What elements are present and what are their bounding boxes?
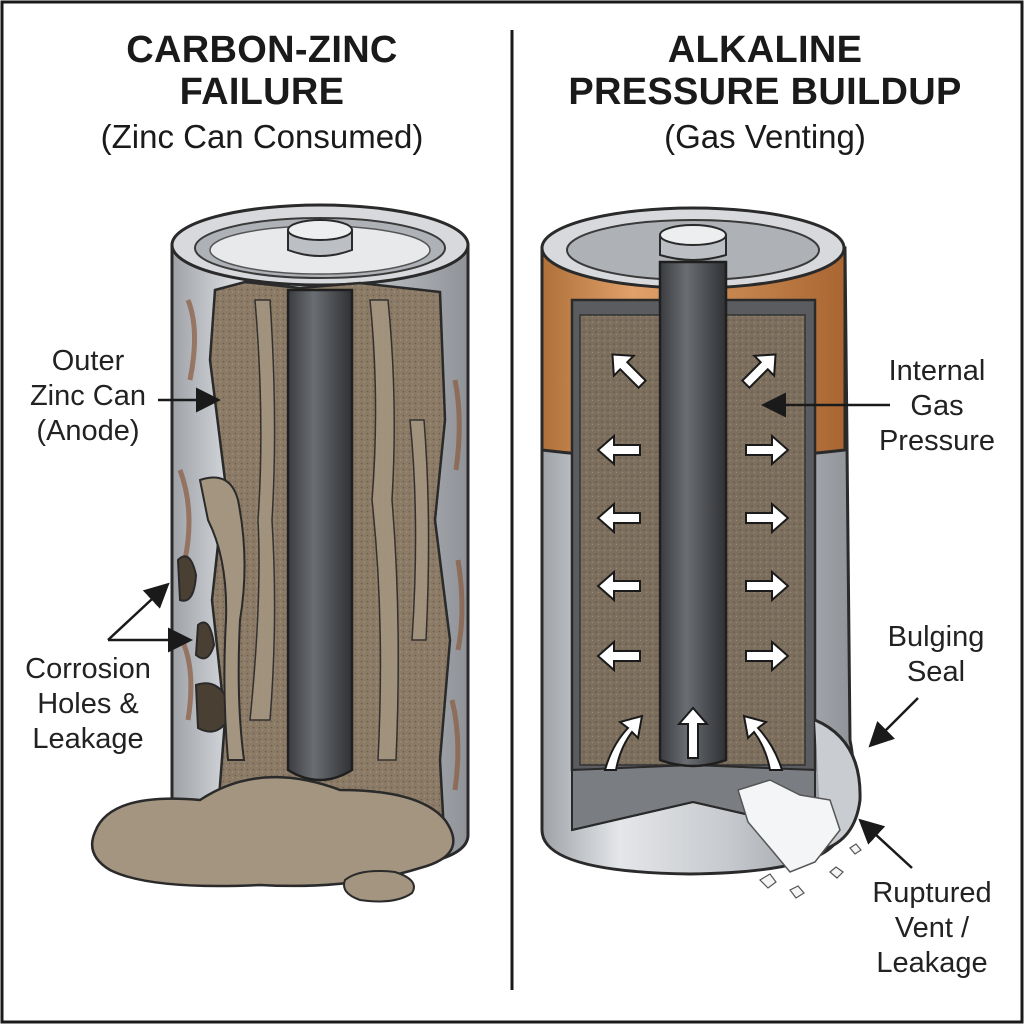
label-line: Pressure	[878, 425, 996, 457]
right-title-line1: ALKALINE	[667, 29, 863, 71]
up-arrow-icon	[676, 706, 710, 759]
left-arrow-icon	[596, 433, 641, 467]
left-subtitle: (Zinc Can Consumed)	[100, 118, 424, 155]
label-line: Leakage	[32, 723, 144, 755]
label-line: Holes &	[37, 688, 139, 720]
label-line: Corrosion	[25, 653, 151, 685]
pointer-arrow-icon	[868, 697, 919, 748]
label-corrosion: Corrosion Holes & Leakage	[10, 652, 166, 757]
left-arrow-icon	[596, 639, 641, 673]
left-title-line2: FAILURE	[179, 71, 345, 113]
label-bulging-seal: Bulging Seal	[868, 620, 1004, 690]
right-title-line2: PRESSURE BUILDUP	[568, 71, 962, 113]
label-line: Gas	[910, 390, 964, 422]
label-line: Ruptured	[872, 877, 992, 909]
label-line: Seal	[906, 656, 966, 688]
label-line: Leakage	[876, 947, 988, 979]
gas-pressure-arrows	[596, 353, 790, 771]
label-line: Vent /	[894, 912, 970, 944]
label-line: (Anode)	[36, 415, 140, 447]
up-arrow-icon	[742, 714, 784, 771]
pointer-arrow-icon	[107, 582, 170, 641]
left-arrow-icon	[596, 501, 641, 535]
up-arrow-icon	[740, 353, 777, 390]
right-arrow-icon	[745, 639, 790, 673]
left-arrow-icon	[596, 569, 641, 603]
carbon-zinc-battery	[90, 203, 470, 903]
right-arrow-icon	[745, 501, 790, 535]
right-arrow-icon	[745, 433, 790, 467]
pointer-arrow-icon	[858, 818, 913, 869]
alkaline-battery	[540, 206, 862, 899]
up-arrow-icon	[611, 353, 648, 390]
right-arrow-icon	[745, 569, 790, 603]
label-line: Bulging	[887, 621, 985, 653]
label-ruptured-vent: Ruptured Vent / Leakage	[852, 876, 1012, 981]
left-title-line1: CARBON-ZINC	[126, 29, 398, 71]
label-line: Zinc Can	[29, 380, 147, 412]
right-subtitle: (Gas Venting)	[664, 118, 866, 155]
label-line: Internal	[888, 355, 986, 387]
up-arrow-icon	[603, 714, 644, 771]
label-outer-zinc-can: Outer Zinc Can (Anode)	[18, 344, 158, 449]
label-internal-gas-pressure: Internal Gas Pressure	[870, 354, 1004, 459]
label-line: Outer	[51, 345, 125, 377]
